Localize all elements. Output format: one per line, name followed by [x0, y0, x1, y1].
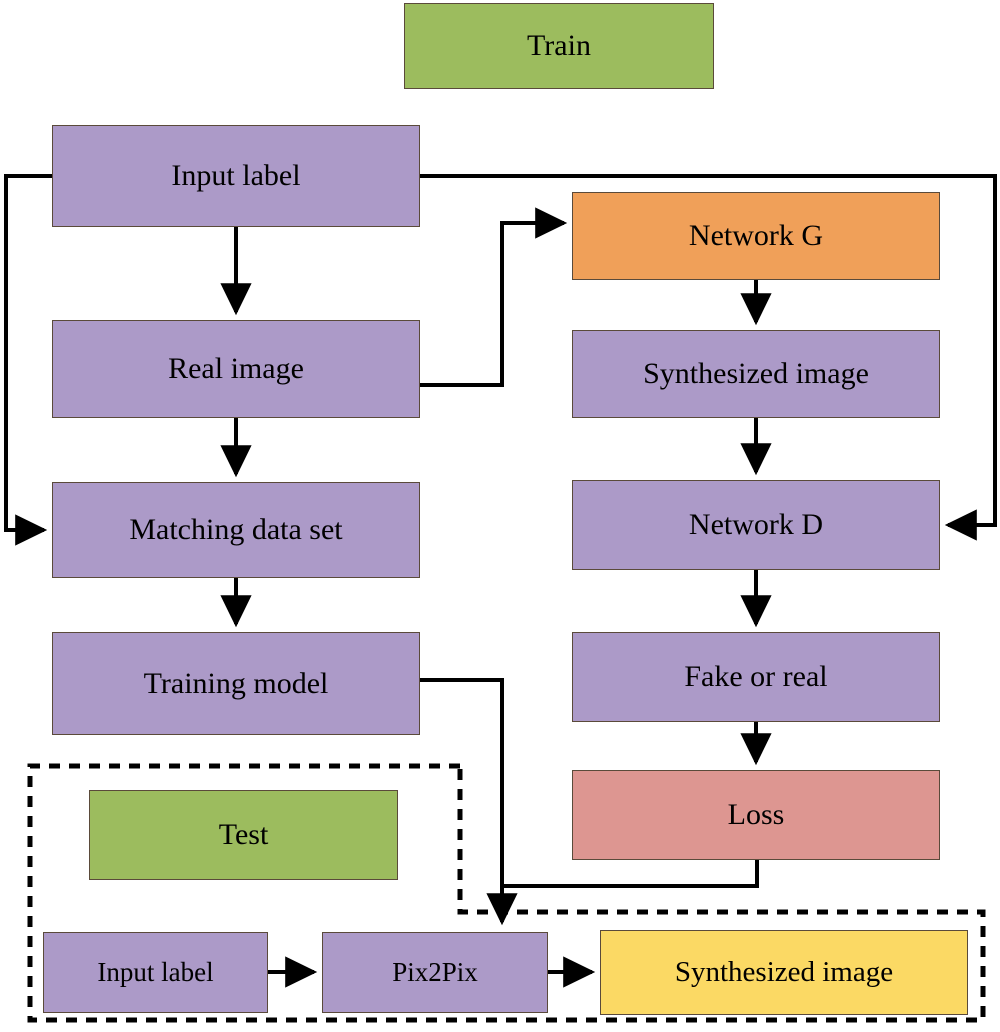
node-network-d: Network D: [572, 480, 940, 570]
node-pix2pix: Pix2Pix: [322, 932, 548, 1013]
node-label-pix2pix: Pix2Pix: [392, 957, 478, 988]
node-label-network-d: Network D: [688, 508, 824, 542]
node-label-synthesized-top: Synthesized image: [643, 357, 869, 391]
node-real-image: Real image: [52, 320, 420, 418]
node-label-training-model: Training model: [143, 666, 329, 700]
node-label-real-image: Real image: [168, 352, 304, 386]
node-label-synthesized-bot: Synthesized image: [674, 956, 894, 989]
node-label-train: Train: [527, 29, 591, 63]
node-label-loss: Loss: [727, 798, 785, 832]
node-label-fake-or-real: Fake or real: [684, 660, 828, 694]
node-matching-data: Matching data set: [52, 482, 420, 578]
node-network-g: Network G: [572, 192, 940, 280]
node-train: Train: [404, 3, 714, 89]
node-input-label-top: Input label: [52, 125, 420, 227]
edge-training-model-to-pix2pix: [420, 678, 518, 926]
node-label-matching-data: Matching data set: [129, 513, 343, 547]
node-label-network-g: Network G: [688, 219, 824, 253]
node-fake-or-real: Fake or real: [572, 632, 940, 722]
node-input-label-bot: Input label: [43, 932, 268, 1013]
node-label-input-label-bot: Input label: [97, 957, 214, 988]
node-loss: Loss: [572, 770, 940, 860]
edge-real-image-to-network-g: [420, 207, 568, 387]
node-training-model: Training model: [52, 632, 420, 735]
node-synthesized-top: Synthesized image: [572, 330, 940, 418]
node-label-test: Test: [218, 818, 269, 852]
node-test: Test: [89, 790, 398, 880]
edge-loss-to-pix2pix: [504, 860, 759, 888]
node-synthesized-bot: Synthesized image: [600, 930, 968, 1015]
edge-input-label-to-matching-data: [4, 174, 52, 546]
node-label-input-label-top: Input label: [171, 159, 301, 193]
